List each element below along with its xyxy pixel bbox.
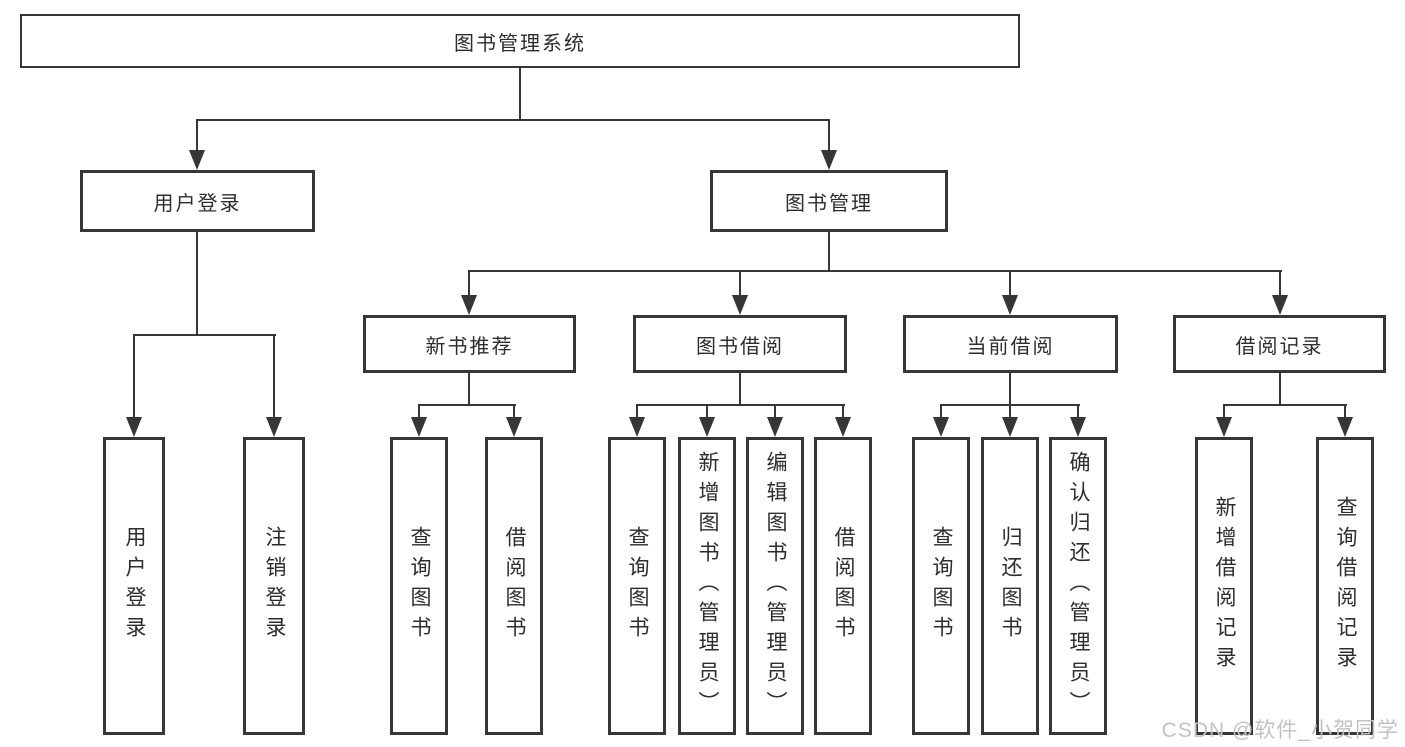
- down-arrow-icon: [933, 417, 949, 437]
- down-arrow-icon: [1070, 417, 1086, 437]
- leaf-borrow-books-borrowing-label: 借阅图书: [832, 526, 855, 646]
- connector-book-borrow-rail: [636, 404, 845, 406]
- leaf-add-borrow-record: 新增借阅记录: [1195, 437, 1253, 735]
- node-book-management: 图书管理: [710, 170, 948, 232]
- leaf-query-books-current-label: 查询图书: [930, 526, 953, 646]
- connector-drop-leaf-logout: [273, 334, 275, 419]
- connector-current-borrow-stem: [1009, 371, 1011, 406]
- down-arrow-icon: [732, 295, 748, 315]
- connector-drop-borrow-records: [1279, 270, 1281, 297]
- leaf-confirm-return-admin: 确认归还（管理员）: [1049, 437, 1107, 735]
- connector-drop-new-book: [468, 270, 470, 297]
- node-root-system-label: 图书管理系统: [454, 32, 586, 55]
- node-book-borrowing-label: 图书借阅: [696, 335, 784, 358]
- down-arrow-icon: [411, 417, 427, 437]
- connector-drop: [1344, 404, 1346, 419]
- node-new-book-recommend-label: 新书推荐: [425, 335, 514, 358]
- connector-new-book-rail: [418, 404, 516, 406]
- node-current-borrowing-label: 当前借阅: [966, 335, 1055, 358]
- leaf-user-login: 用户登录: [103, 437, 165, 735]
- leaf-edit-books-admin: 编辑图书（管理员）: [746, 437, 804, 735]
- down-arrow-icon: [1002, 417, 1018, 437]
- connector-root-rail: [196, 119, 830, 121]
- leaf-edit-books-admin-label: 编辑图书（管理员）: [764, 451, 787, 721]
- down-arrow-icon: [506, 417, 522, 437]
- leaf-query-books-borrowing: 查询图书: [608, 437, 666, 735]
- leaf-query-books-recommend-label: 查询图书: [408, 526, 431, 646]
- down-arrow-icon: [1337, 417, 1353, 437]
- connector-book-borrow-stem: [739, 371, 741, 406]
- down-arrow-icon: [629, 417, 645, 437]
- leaf-user-login-label: 用户登录: [123, 526, 146, 646]
- down-arrow-icon: [1216, 417, 1232, 437]
- connector-drop: [418, 404, 420, 419]
- leaf-query-books-current: 查询图书: [912, 437, 970, 735]
- leaf-query-books-recommend: 查询图书: [390, 437, 448, 735]
- connector-borrow-records-stem: [1279, 371, 1281, 406]
- csdn-watermark: CSDN @软件_小贺同学: [1161, 719, 1399, 742]
- connector-borrow-records-rail: [1223, 404, 1347, 406]
- connector-user-login-rail: [133, 334, 276, 336]
- leaf-borrow-books-recommend-label: 借阅图书: [503, 526, 526, 646]
- node-current-borrowing: 当前借阅: [903, 315, 1118, 373]
- down-arrow-icon: [461, 295, 477, 315]
- connector-drop: [940, 404, 942, 419]
- leaf-add-borrow-record-label: 新增借阅记录: [1213, 496, 1236, 676]
- leaf-borrow-books-recommend: 借阅图书: [485, 437, 543, 735]
- down-arrow-icon: [767, 417, 783, 437]
- node-borrowing-records-label: 借阅记录: [1235, 335, 1324, 358]
- leaf-query-books-borrowing-label: 查询图书: [626, 526, 649, 646]
- leaf-confirm-return-admin-label: 确认归还（管理员）: [1067, 451, 1090, 721]
- leaf-add-books-admin-label: 新增图书（管理员）: [696, 451, 719, 721]
- leaf-return-books: 归还图书: [981, 437, 1039, 735]
- node-book-management-label: 图书管理: [785, 192, 873, 215]
- connector-drop: [842, 404, 844, 419]
- leaf-query-borrow-record-label: 查询借阅记录: [1334, 496, 1357, 676]
- down-arrow-icon: [266, 417, 282, 437]
- connector-drop: [1009, 404, 1011, 419]
- node-new-book-recommend: 新书推荐: [363, 315, 576, 373]
- down-arrow-icon: [1272, 295, 1288, 315]
- down-arrow-icon: [189, 150, 205, 170]
- connector-drop: [1223, 404, 1225, 419]
- connector-drop-book-mgmt: [828, 119, 830, 152]
- down-arrow-icon: [821, 150, 837, 170]
- connector-drop: [513, 404, 515, 419]
- down-arrow-icon: [1002, 295, 1018, 315]
- leaf-logout-label: 注销登录: [263, 526, 286, 646]
- connector-user-login-stem: [196, 230, 198, 336]
- connector-new-book-stem: [468, 371, 470, 406]
- connector-drop: [636, 404, 638, 419]
- down-arrow-icon: [835, 417, 851, 437]
- connector-drop-user-login: [196, 119, 198, 152]
- node-user-login-branch-label: 用户登录: [153, 192, 242, 215]
- leaf-add-books-admin: 新增图书（管理员）: [678, 437, 736, 735]
- connector-drop: [774, 404, 776, 419]
- connector-drop-leaf-login: [133, 334, 135, 419]
- leaf-return-books-label: 归还图书: [999, 526, 1022, 646]
- connector-drop-book-borrow: [739, 270, 741, 297]
- connector-drop: [1077, 404, 1079, 419]
- node-root-system: 图书管理系统: [20, 14, 1020, 68]
- leaf-logout: 注销登录: [243, 437, 305, 735]
- leaf-borrow-books-borrowing: 借阅图书: [814, 437, 872, 735]
- down-arrow-icon: [126, 417, 142, 437]
- connector-drop-current-borrow: [1009, 270, 1011, 297]
- connector-root-stem: [519, 68, 521, 120]
- connector-drop: [706, 404, 708, 419]
- node-book-borrowing: 图书借阅: [633, 315, 847, 373]
- node-user-login-branch: 用户登录: [80, 170, 315, 232]
- node-borrowing-records: 借阅记录: [1173, 315, 1386, 373]
- down-arrow-icon: [699, 417, 715, 437]
- connector-book-mgmt-stem: [828, 230, 830, 272]
- leaf-query-borrow-record: 查询借阅记录: [1316, 437, 1374, 735]
- connector-book-mgmt-rail: [468, 270, 1282, 272]
